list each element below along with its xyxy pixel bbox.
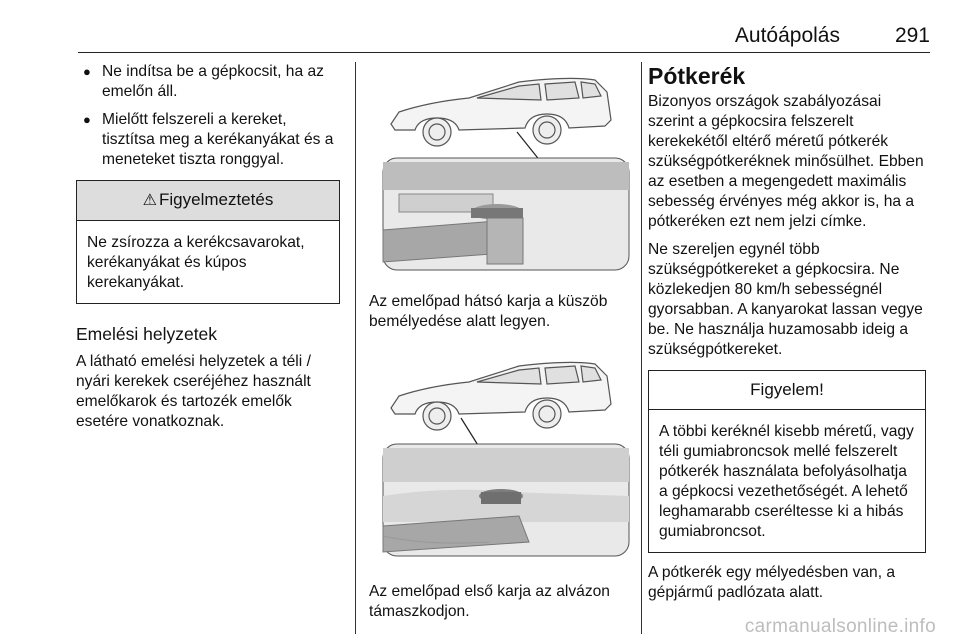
section-heading: Emelési helyzetek [76, 324, 218, 344]
figure-caption: Az emelőpad hátsó karja a küszöb bemélye… [369, 293, 608, 330]
column-right: Pótkerék Bizonyos országok szabályozásai… [648, 62, 926, 611]
column-divider [641, 62, 642, 634]
paragraph: Ne szereljen egynél több szükségpótkerek… [648, 241, 923, 358]
paragraph: A pótkerék egy mélyedésben van, a gépjár… [648, 564, 896, 601]
warning-text: Ne zsírozza a kerékcsavarokat, kerékanyá… [87, 234, 305, 291]
bullet-list: Ne indítsa be a gépkocsit, ha az emelőn … [76, 62, 340, 170]
watermark: carmanualsonline.info [744, 616, 936, 637]
page-header: Autóápolás 291 [78, 10, 930, 53]
car-lift-front-illustration [382, 361, 630, 557]
warning-title: Figyelmeztetés [159, 190, 274, 209]
paragraph: Bizonyos országok szabályozásai szerint … [648, 93, 924, 230]
notice-title: Figyelem! [649, 371, 925, 410]
warning-box: ⚠Figyelmeztetés Ne zsírozza a kerékcsava… [76, 180, 340, 304]
warning-title-bar: ⚠Figyelmeztetés [77, 181, 339, 221]
car-lift-rear-illustration [382, 77, 630, 271]
paragraph: A látható emelési helyzetek a téli / nyá… [76, 353, 311, 430]
list-item: Ne indítsa be a gépkocsit, ha az emelőn … [76, 62, 340, 102]
section-title: Autóápolás [734, 24, 840, 47]
figure-front-lift-point [369, 346, 635, 568]
column-divider [355, 62, 356, 634]
notice-box: Figyelem! A többi keréknél kisebb méretű… [648, 370, 926, 553]
page-number: 291 [894, 24, 930, 47]
notice-text: A többi keréknél kisebb méretű, vagy tél… [659, 423, 914, 540]
figure-caption: Az emelőpad első karja az alvázon támasz… [369, 583, 610, 620]
figure-rear-lift-point [369, 62, 635, 278]
list-item: Mielőtt felszereli a kereket, tisztítsa … [76, 110, 340, 170]
column-left: Ne indítsa be a gépkocsit, ha az emelőn … [76, 62, 340, 440]
warning-triangle-icon: ⚠ [142, 192, 157, 209]
column-middle: Az emelőpad hátsó karja a küszöb bemélye… [369, 62, 635, 636]
section-title-spare-wheel: Pótkerék [648, 63, 746, 89]
